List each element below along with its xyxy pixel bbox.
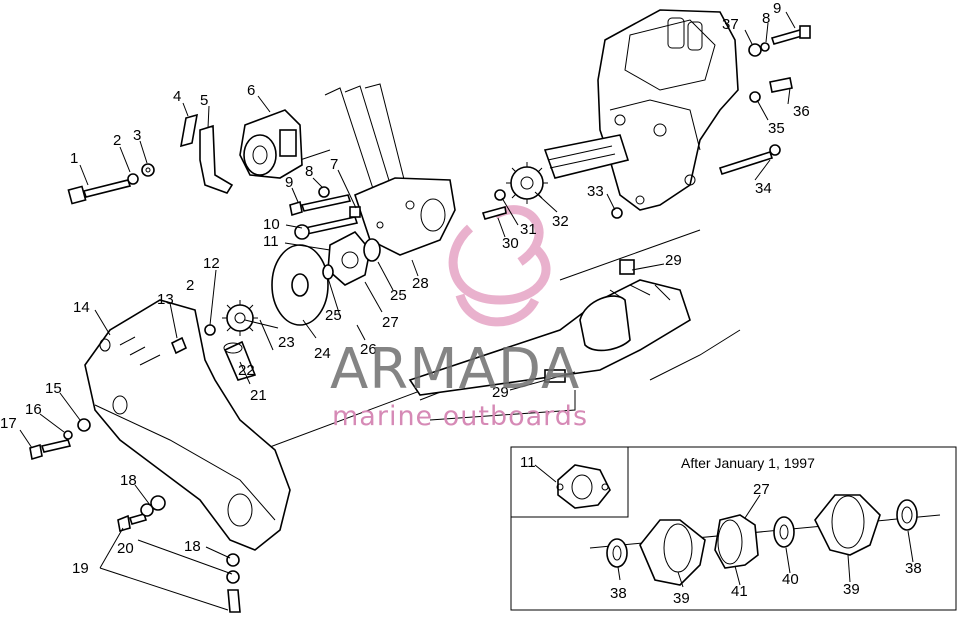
watermark-tagline: marine outboards [332, 401, 588, 432]
part-label: 5 [200, 92, 208, 109]
part-label: 25 [390, 287, 407, 304]
part-label: 40 [782, 571, 799, 588]
part-label: 2 [113, 132, 121, 149]
chain-guard-bracket [408, 259, 691, 396]
part-label: 3 [133, 127, 141, 144]
part-label: 12 [203, 255, 220, 272]
part-label: 31 [520, 221, 537, 238]
bracket-strap [179, 113, 234, 194]
part-label: 37 [722, 16, 739, 33]
part-label: 38 [905, 560, 922, 577]
part-label: 17 [0, 415, 17, 432]
part-label: 23 [278, 334, 295, 351]
part-label: 32 [552, 213, 569, 230]
part-label: 13 [157, 291, 174, 308]
inset-title: After January 1, 1997 [681, 455, 815, 471]
drive-sprocket-icon [506, 162, 548, 204]
part-label: 9 [285, 174, 293, 191]
part-label: 21 [250, 387, 267, 404]
part-label: 25 [325, 307, 342, 324]
part-label: 41 [731, 583, 748, 600]
part-label: 11 [263, 233, 279, 250]
part-label: 30 [502, 235, 519, 252]
small-sprocket-icon [222, 300, 258, 336]
part-label: 27 [753, 481, 770, 498]
part-label: 22 [238, 362, 255, 379]
part-label: 8 [762, 10, 770, 27]
part-label: 34 [755, 180, 772, 197]
part-label: 15 [45, 380, 62, 397]
inset-panel [510, 446, 957, 611]
part-label: 18 [120, 472, 137, 489]
fasteners [29, 25, 811, 613]
idler-assembly [223, 230, 381, 381]
part-label: 16 [25, 401, 42, 418]
part-label: 7 [330, 156, 338, 173]
part-label: 39 [673, 590, 690, 607]
part-label: 14 [73, 299, 90, 316]
part-label: 19 [72, 560, 89, 577]
part-label: 36 [793, 103, 810, 120]
watermark-brand: ARMADA [330, 337, 580, 402]
crankcase-assembly [543, 9, 739, 211]
part-label: 18 [184, 538, 201, 555]
part-label: 1 [70, 150, 78, 167]
part-label: 27 [382, 314, 399, 331]
part-label: 24 [314, 345, 331, 362]
part-label: 33 [587, 183, 604, 200]
part-label: 9 [773, 0, 781, 17]
part-label: 6 [247, 82, 255, 99]
bearing-housing [239, 109, 303, 179]
part-label: 10 [263, 216, 280, 233]
part-label: 4 [173, 88, 181, 105]
part-label: 2 [186, 277, 194, 294]
part-label: 38 [610, 585, 627, 602]
part-label: 26 [360, 341, 377, 358]
part-label: 35 [768, 120, 785, 137]
part-labels: 1 2 3 4 5 6 7 8 9 10 11 12 13 14 15 16 1… [0, 0, 922, 607]
part-label: 29 [492, 384, 509, 401]
chain-case-cover [84, 299, 291, 551]
part-label: 20 [117, 540, 134, 557]
part-label: 8 [305, 163, 313, 180]
part-label: 39 [843, 581, 860, 598]
part-label: 29 [665, 252, 682, 269]
part-label: 11 [520, 454, 536, 471]
leader-lines [19, 11, 914, 611]
part-label: 28 [412, 275, 429, 292]
